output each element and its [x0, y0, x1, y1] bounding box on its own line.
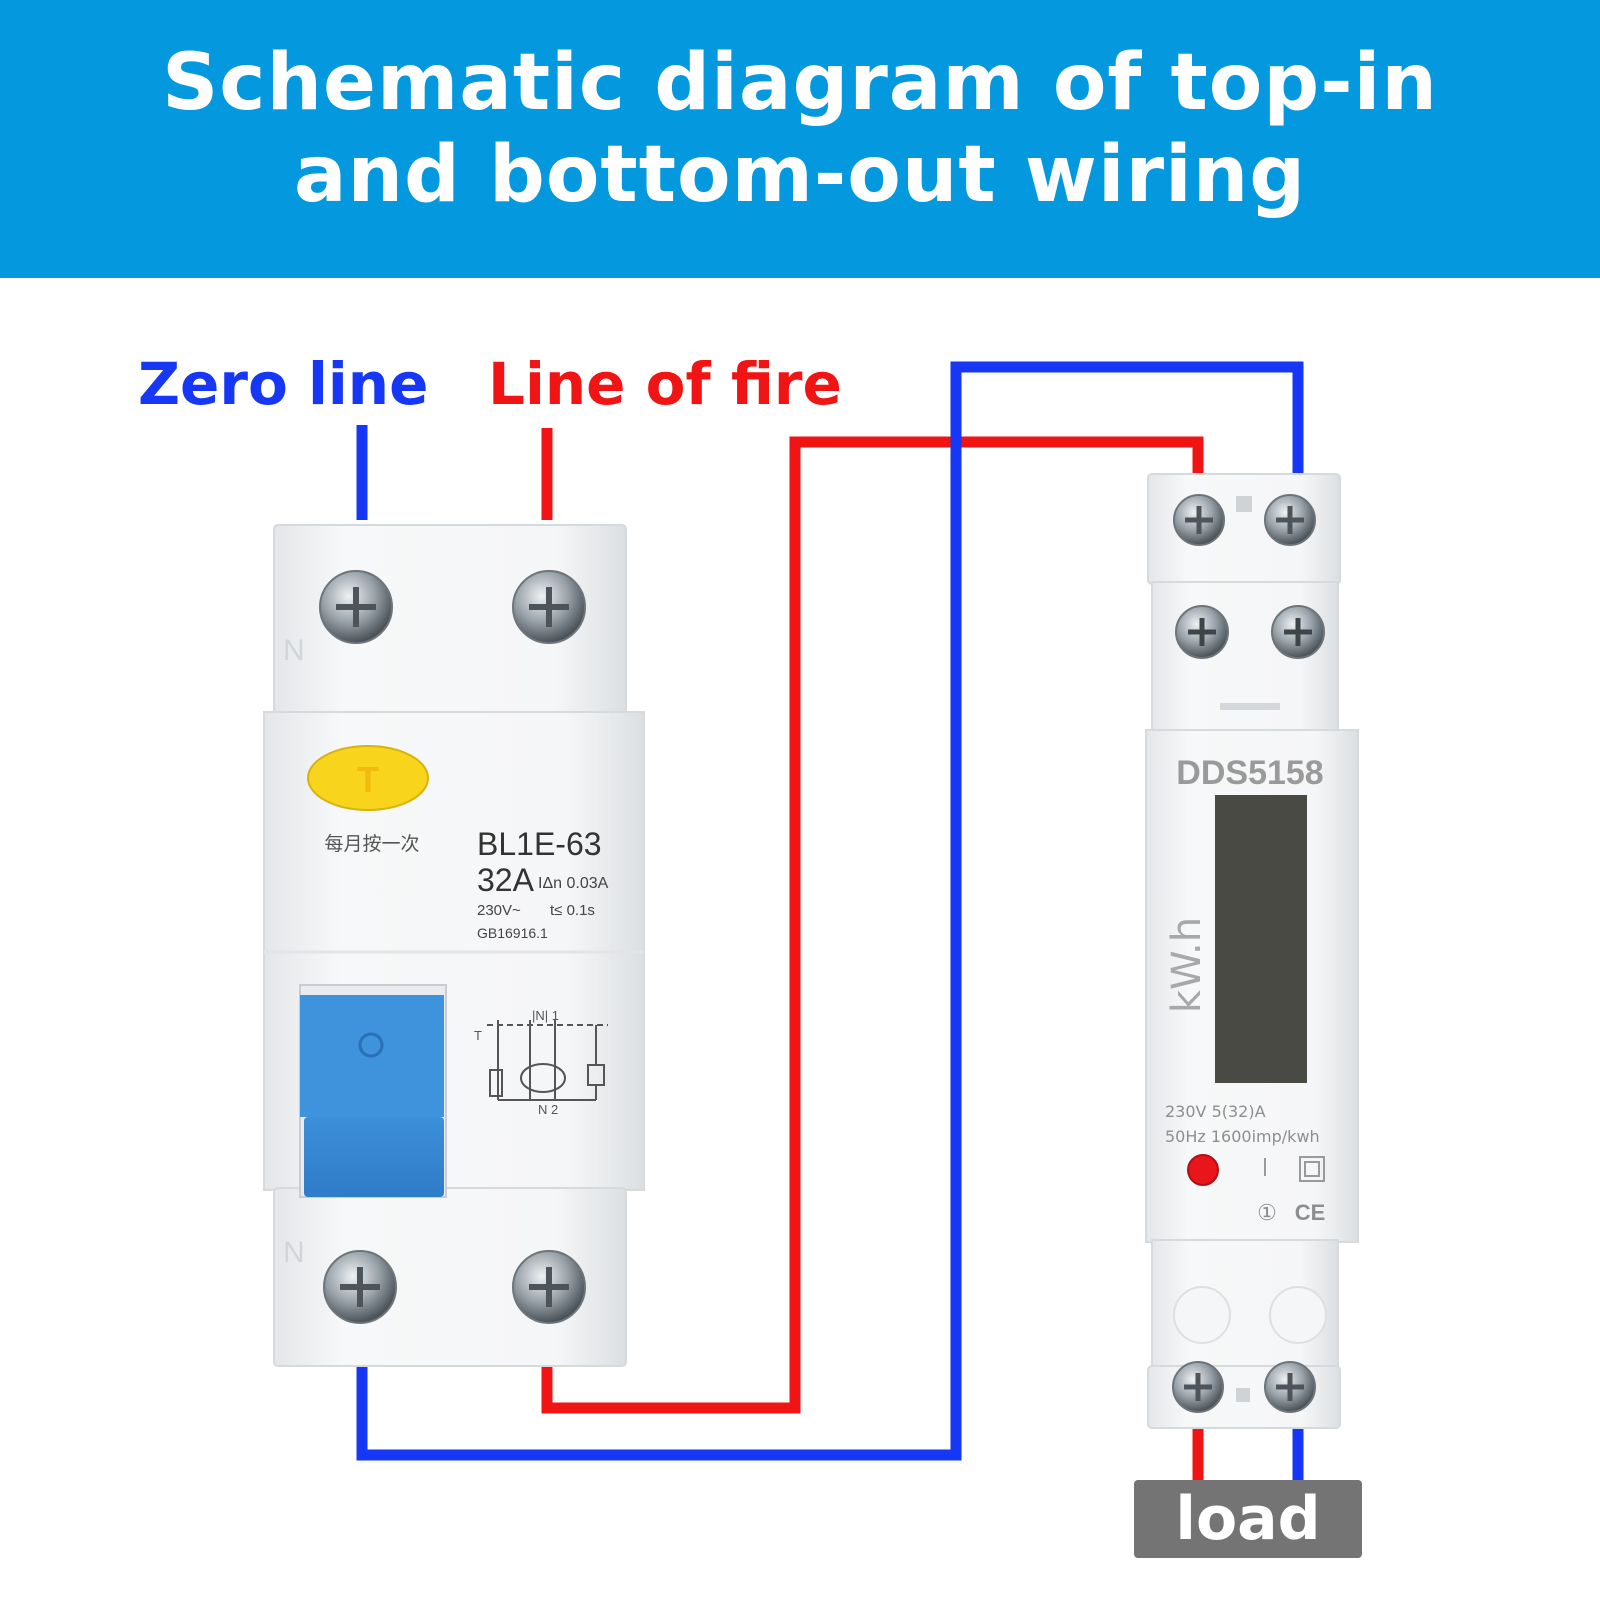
test-monthly-note: 每月按一次	[324, 833, 419, 855]
screw-icon	[1173, 494, 1225, 546]
rcd-schematic-symbol	[487, 1020, 608, 1101]
neutral-wire-to-meter	[356, 361, 1304, 1461]
rcd-schematic-top-label: |N| 1	[532, 1008, 559, 1023]
screw-icon	[1264, 494, 1316, 546]
meter-model: DDS5158	[1176, 754, 1323, 792]
svg-text:T: T	[357, 759, 379, 800]
breaker-residual: IΔn 0.03A	[538, 875, 609, 892]
wires	[356, 361, 1304, 1482]
rcd-schematic-bottom-label: N 2	[538, 1102, 558, 1117]
blank-terminal-hole	[1173, 1286, 1231, 1344]
test-button: T	[307, 745, 429, 811]
zero-line-label: Zero line	[138, 350, 429, 418]
title-banner: Schematic diagram of top-in and bottom-o…	[0, 0, 1600, 278]
screw-icon	[1172, 1361, 1224, 1413]
load-box: load	[1134, 1480, 1362, 1558]
title-line-1: Schematic diagram of top-in	[162, 38, 1438, 128]
breaker-terminal-mark-bottom: N	[283, 1236, 305, 1269]
breaker-lever	[299, 984, 447, 1198]
meter-spec-line-2: 50Hz 1600imp/kwh	[1165, 1127, 1320, 1146]
breaker-standard: GB16916.1	[477, 925, 548, 941]
screw-icon	[512, 1250, 586, 1324]
rcd-schematic-t-label: T	[474, 1028, 482, 1043]
screw-icon	[1175, 605, 1229, 659]
screw-icon	[323, 1250, 397, 1324]
breaker-rating: 32A	[477, 862, 535, 898]
breaker-terminal-mark-top: N	[283, 634, 305, 667]
breaker-trip-time: t≤ 0.1s	[550, 902, 595, 919]
screw-icon	[319, 570, 393, 644]
accuracy-class-mark: ①	[1257, 1200, 1277, 1225]
title-line-2: and bottom-out wiring	[293, 130, 1307, 220]
meter-unit: kW.h	[1164, 917, 1210, 1013]
breaker-voltage: 230V~	[477, 902, 521, 919]
pulse-led-icon	[1187, 1154, 1219, 1186]
line-of-fire-label: Line of fire	[488, 350, 842, 418]
breaker-model: BL1E-63	[477, 826, 602, 862]
rcd-breaker: N N T 每月按一次 BL1E-63 32A IΔn 0.03A 230V~ …	[263, 524, 645, 1367]
lcd-display	[1215, 795, 1307, 1083]
live-wire-to-meter	[541, 436, 1204, 1414]
meter-spec-line-1: 230V 5(32)A	[1165, 1102, 1266, 1121]
screw-icon	[512, 570, 586, 644]
screw-icon	[1271, 605, 1325, 659]
screw-icon	[1264, 1361, 1316, 1413]
blank-terminal-hole	[1269, 1286, 1327, 1344]
ce-mark: CE	[1295, 1200, 1326, 1225]
double-insulation-icon	[1299, 1156, 1325, 1182]
energy-meter: DDS5158 kW.h 230V 5(32)A 50Hz 1600imp/kw…	[1145, 473, 1359, 1429]
